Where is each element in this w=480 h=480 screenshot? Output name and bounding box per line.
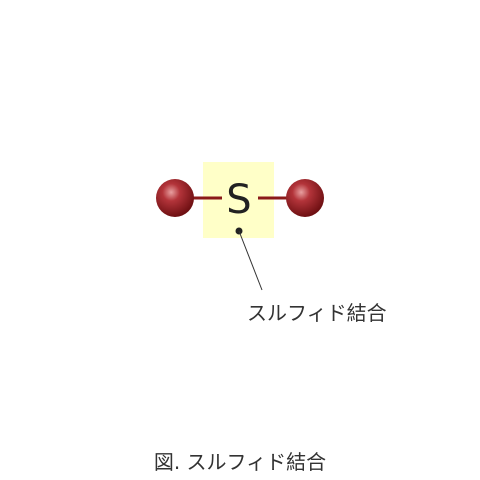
right-atom-ball: [286, 179, 324, 217]
leader-line: [238, 230, 263, 291]
figure-caption: 図. スルフィド結合: [153, 450, 327, 474]
sulfur-highlight-box: [203, 162, 274, 238]
left-atom-ball: [156, 179, 194, 217]
sulfur-symbol: S: [226, 177, 251, 223]
bond-label: スルフィド結合: [247, 301, 387, 325]
